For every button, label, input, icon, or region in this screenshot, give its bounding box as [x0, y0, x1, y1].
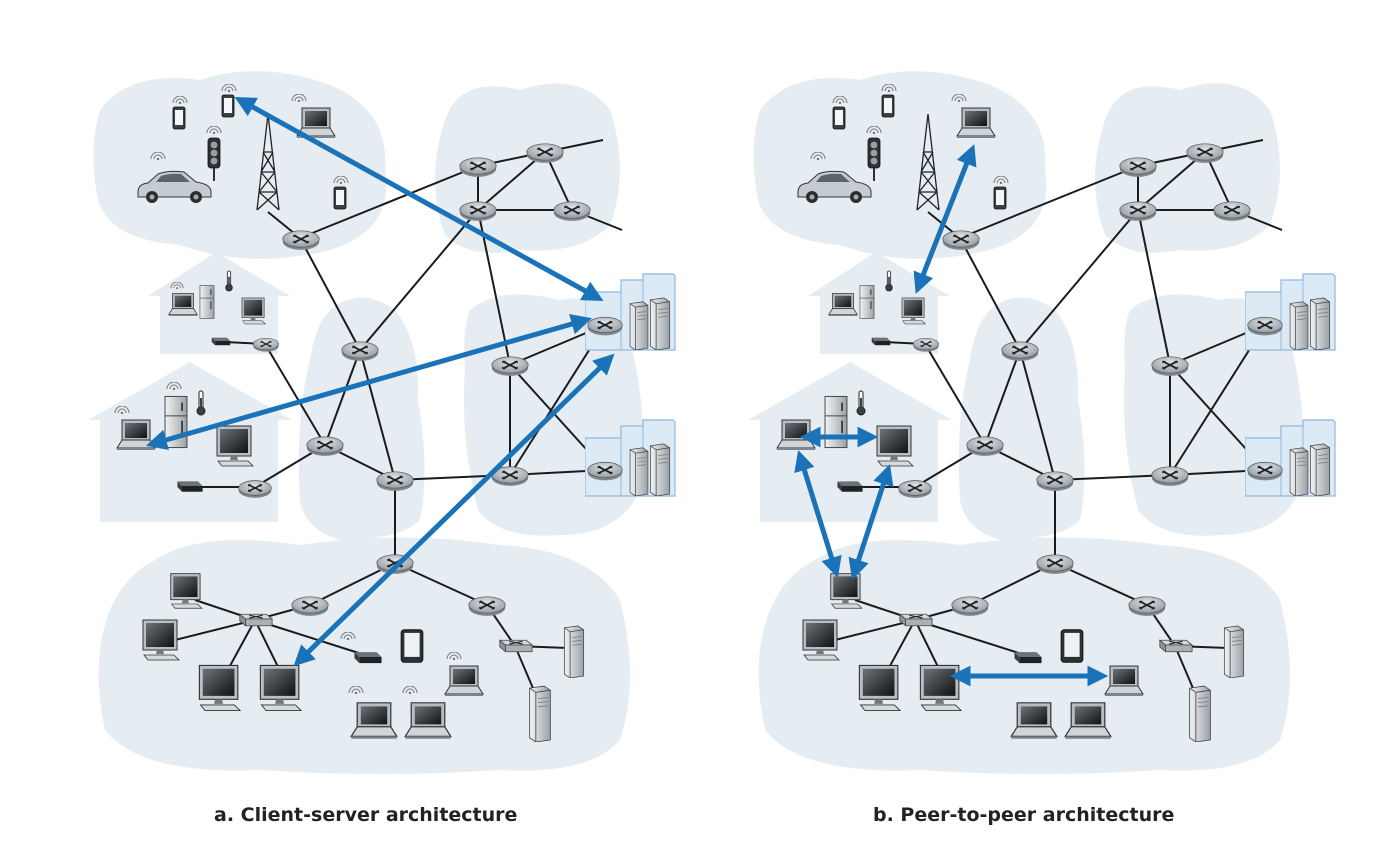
router-icon: [375, 470, 415, 492]
server-icon: [563, 625, 585, 678]
server-icon: [1309, 297, 1331, 350]
router-icon: [467, 595, 507, 617]
switch-icon: [899, 613, 933, 627]
server-icon: [529, 685, 551, 742]
phone-icon: [993, 186, 1007, 210]
server-icon: [629, 447, 649, 496]
router-icon: [340, 340, 380, 362]
router-icon: [237, 479, 273, 499]
router-icon: [1035, 470, 1075, 492]
caption-peer-to-peer: b. Peer-to-peer architecture: [873, 804, 1175, 826]
cloud-isp-center: [298, 297, 425, 540]
router-icon: [458, 156, 498, 178]
panel-peer-to-peer: [748, 71, 1336, 774]
house-bottom: [748, 362, 952, 522]
router-icon: [1246, 316, 1284, 337]
laptop-icon: [1010, 702, 1058, 740]
caption-client-server: a. Client-server architecture: [214, 804, 518, 826]
modem-icon: [837, 481, 863, 492]
switch-icon: [1159, 639, 1193, 653]
laptop-icon: [956, 107, 996, 139]
server-icon: [649, 443, 671, 496]
panel-client-server: [88, 71, 676, 774]
cloud-mobile-network: [753, 71, 1047, 259]
router-icon: [1185, 142, 1225, 164]
arrows-client-server: [145, 96, 615, 667]
router-icon: [1000, 340, 1040, 362]
laptop-icon: [350, 702, 398, 740]
cloud-mobile-network: [93, 71, 387, 259]
house-bottom: [88, 362, 292, 522]
modem-icon: [871, 337, 891, 346]
laptop-icon: [828, 293, 858, 317]
router-icon: [1035, 553, 1075, 575]
router-icon: [1150, 465, 1190, 487]
router-icon: [1127, 595, 1167, 617]
switch-icon: [499, 639, 533, 653]
cloud-isp-center: [958, 297, 1085, 540]
router-icon: [965, 435, 1005, 457]
phone-icon: [221, 94, 235, 118]
laptop-icon: [116, 419, 156, 451]
router-icon: [552, 200, 592, 222]
router-icon: [1246, 461, 1284, 482]
server-icon: [1189, 685, 1211, 742]
modem-icon: [177, 481, 203, 492]
router-icon: [941, 229, 981, 251]
server-icon: [1289, 301, 1309, 350]
server-icon: [649, 297, 671, 350]
router-icon: [1150, 355, 1190, 377]
server-icon: [629, 301, 649, 350]
router-icon: [1212, 200, 1252, 222]
tablet-icon: [1060, 629, 1084, 663]
refrigerator-icon: [199, 284, 215, 320]
arrows-peer-to-peer: [794, 144, 1109, 687]
switch-icon: [239, 613, 273, 627]
router-icon: [281, 229, 321, 251]
router-icon: [458, 200, 498, 222]
laptop-icon: [168, 293, 198, 317]
router-icon: [586, 461, 624, 482]
router-icon: [897, 479, 933, 499]
phone-icon: [832, 106, 846, 130]
server-icon: [1223, 625, 1245, 678]
router-icon: [290, 595, 330, 617]
router-icon: [525, 142, 565, 164]
modem-icon: [1014, 652, 1042, 664]
laptop-icon: [444, 665, 484, 697]
laptop-icon: [1064, 702, 1112, 740]
modem-icon: [354, 652, 382, 664]
server-icon: [1309, 443, 1331, 496]
router-icon: [490, 355, 530, 377]
modem-icon: [211, 337, 231, 346]
phone-icon: [172, 106, 186, 130]
phone-icon: [333, 186, 347, 210]
refrigerator-icon: [824, 395, 848, 449]
router-icon: [950, 595, 990, 617]
laptop-icon: [1104, 665, 1144, 697]
laptop-icon: [404, 702, 452, 740]
refrigerator-icon: [859, 284, 875, 320]
router-icon: [252, 337, 280, 353]
router-icon: [912, 337, 940, 353]
router-icon: [1118, 156, 1158, 178]
router-icon: [1118, 200, 1158, 222]
router-icon: [586, 316, 624, 337]
server-icon: [1289, 447, 1309, 496]
tablet-icon: [400, 629, 424, 663]
phone-icon: [881, 94, 895, 118]
router-icon: [305, 435, 345, 457]
